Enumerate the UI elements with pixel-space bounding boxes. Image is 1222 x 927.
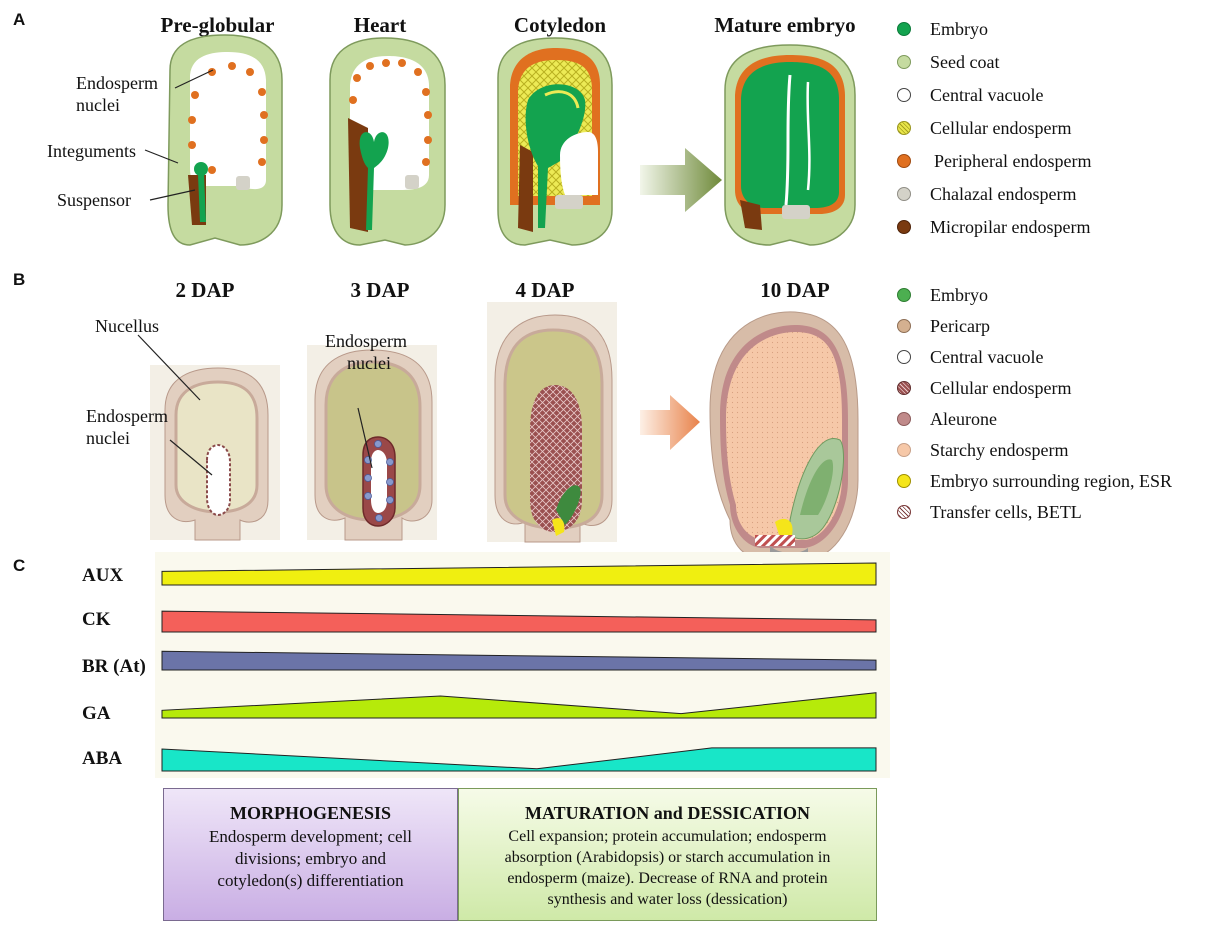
phase-box-morphogenesis: MORPHOGENESIS Endosperm development; cel… xyxy=(163,788,458,921)
hormone-band-ck xyxy=(162,611,876,632)
hormone-band-ga xyxy=(162,693,876,718)
phase-box-maturation: MATURATION and DESSICATION Cell expansio… xyxy=(458,788,877,921)
hormone-band-aux xyxy=(162,563,876,585)
maturation-description: Cell expansion; protein accumulation; en… xyxy=(459,826,876,910)
hormone-level-bands xyxy=(0,0,900,790)
legend-panel-a: Embryo Seed coat Central vacuole Cellula… xyxy=(897,17,1217,247)
hormone-band-br-at xyxy=(162,651,876,670)
morphogenesis-description: Endosperm development; cell divisions; e… xyxy=(164,826,457,892)
hormone-band-aba xyxy=(162,748,876,771)
legend-panel-b: Embryo Pericarp Central vacuole Cellular… xyxy=(897,283,1219,548)
